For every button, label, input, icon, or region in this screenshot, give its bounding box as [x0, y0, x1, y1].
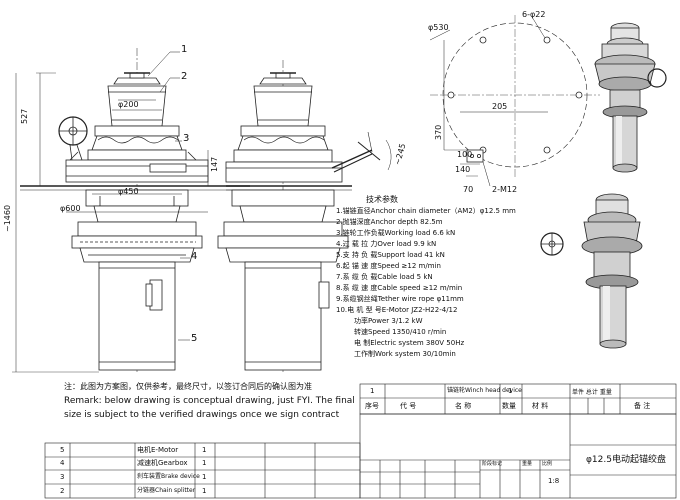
dim-d200: φ200 — [118, 100, 139, 109]
balloon-2: 2 — [181, 71, 188, 82]
balloon-4: 4 — [191, 251, 198, 262]
note-english-1: Remark: below drawing is conceptual draw… — [64, 396, 355, 406]
part-name: 分链器Chain splitter — [137, 487, 196, 494]
ratio-label: 比例 — [542, 461, 553, 467]
spec-line: 2.抛锚深度Anchor depth 82.5m — [336, 218, 443, 226]
spec-line: 5.支 持 负 载Support load 41 kN — [336, 251, 445, 259]
dim-d70: 70 — [463, 185, 474, 194]
balloon-1: 1 — [181, 44, 188, 55]
spec-line: 10.电 机 型 号E-Motor JZ2-H22-4/12 — [336, 306, 458, 314]
spec-title: 技术参数 — [366, 195, 398, 204]
note-english-2: size is subject to the verified drawings… — [64, 410, 340, 420]
drawing-title: φ12.5电动起锚绞盘 — [586, 455, 666, 465]
dim-d600: φ600 — [60, 204, 81, 213]
spec-line: 电 制Electric system 380V 50Hz — [354, 339, 465, 347]
render-top — [594, 22, 667, 173]
ratio-value: 1:8 — [548, 477, 560, 485]
part-no: 5 — [60, 446, 65, 454]
header-weight: 单件 总计 重量 — [572, 389, 612, 396]
dim-d622: 6-φ22 — [522, 10, 546, 19]
spec-line: 转速Speed 1350/410 r/min — [354, 328, 447, 336]
part-no: 4 — [60, 459, 65, 467]
weight-label: 重量 — [522, 461, 533, 467]
part-name: 刹车装置Brake device — [137, 473, 200, 480]
part-qty: 1 — [202, 473, 207, 481]
part-qty: 1 — [202, 459, 207, 467]
dim-h370: 370 — [434, 124, 443, 140]
spec-line: 4.过 载 拉 力Over load 9.9 kN — [336, 240, 437, 248]
spec-line: 3.链轮工作负载Working load 6.6 kN — [336, 229, 456, 237]
spec-line: 工作制Work system 30/10min — [354, 350, 456, 358]
balloon-5: 5 — [191, 333, 198, 344]
dim-h1460: ~1460 — [3, 204, 12, 232]
spec-line: 6.起 锚 速 度Speed ≥12 m/min — [336, 262, 441, 270]
header-qty: 数量 — [502, 402, 516, 410]
parts-row-no: 1 — [370, 387, 375, 395]
parts-row-name: 锚链轮Winch head device — [447, 387, 522, 394]
dim-w205: 205 — [492, 102, 508, 111]
header-seq: 序号 — [365, 402, 379, 410]
spec-line: 功率Power 3/1.2 kW — [354, 317, 423, 325]
side-view — [217, 60, 392, 372]
front-view — [12, 48, 250, 373]
header-remarks: 备 注 — [634, 402, 651, 410]
header-material: 材 料 — [532, 402, 549, 410]
dim-h147: 147 — [210, 156, 219, 172]
part-no: 3 — [60, 473, 65, 481]
header-code: 代 号 — [400, 402, 417, 410]
parts-row-qty: 1 — [508, 387, 513, 395]
dim-d450: φ450 — [118, 187, 139, 196]
header-name: 名 称 — [455, 402, 472, 410]
part-no: 2 — [60, 487, 65, 495]
dim-d530: φ530 — [428, 23, 449, 32]
balloon-3: 3 — [183, 133, 190, 144]
dim-d100: 100 — [457, 150, 473, 159]
spec-line: 7.系 缆 负 载Cable load 5 kN — [336, 273, 433, 281]
spec-line: 8.系 缆 速 度Cable speed ≥12 m/min — [336, 284, 463, 292]
part-qty: 1 — [202, 446, 207, 454]
part-name: 电机E-Motor — [137, 446, 179, 454]
parts-table-grid — [44, 383, 677, 499]
render-bottom — [540, 193, 643, 349]
note-chinese: 注：此图为方案图，仅供参考，最终尺寸，以签订合同后的确认图为准 — [64, 382, 312, 391]
part-qty: 1 — [202, 487, 207, 495]
bolt-circle-view — [429, 15, 600, 187]
stage-label: 阶段标记 — [482, 461, 503, 467]
spec-line: 1.锚链直径Anchor chain diameter（AM2）φ12.5 mm — [336, 207, 516, 215]
dim-h527: 527 — [20, 108, 29, 124]
spec-line: 9.系缆钢丝绳Tether wire rope φ11mm — [336, 295, 464, 303]
dim-m12: 2-M12 — [492, 185, 518, 194]
dim-d140: 140 — [455, 165, 471, 174]
part-name: 减速机Gearbox — [137, 459, 188, 467]
